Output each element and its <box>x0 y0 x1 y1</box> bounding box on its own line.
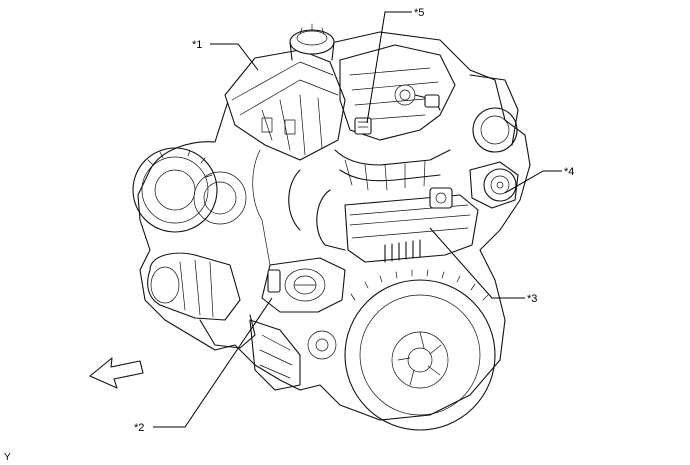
engine-illustration <box>132 23 531 431</box>
front-direction-arrow-icon <box>89 357 144 389</box>
leader-line-3 <box>429 227 525 299</box>
callout-labels: *1 *2 *3 *4 *5 <box>134 7 574 434</box>
callout-label-5: *5 <box>414 7 424 19</box>
corner-code: Y <box>4 452 11 463</box>
leader-line-4 <box>504 170 562 194</box>
leader-lines <box>153 11 562 428</box>
leader-line-1 <box>210 43 259 71</box>
leader-line-2 <box>153 297 273 428</box>
callout-label-2: *2 <box>134 422 144 434</box>
callout-label-1: *1 <box>192 39 202 51</box>
leader-line-5 <box>366 11 412 124</box>
callout-label-4: *4 <box>564 166 574 178</box>
callout-label-3: *3 <box>527 293 537 305</box>
